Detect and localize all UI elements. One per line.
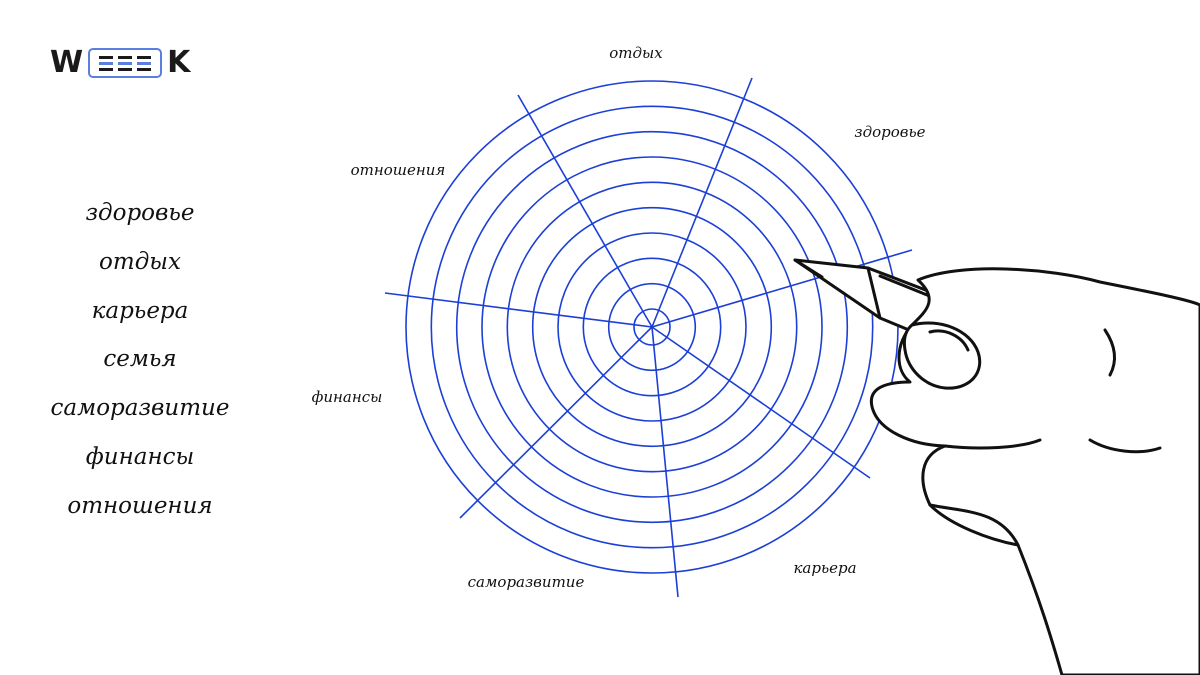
wheel-spokes [384, 77, 913, 598]
wheel-ring [633, 308, 671, 346]
segment-label-rest: отдых [609, 44, 663, 62]
wheel-spoke [517, 94, 653, 328]
wheel-spoke [651, 249, 913, 328]
life-areas-list: здоровье отдых карьера семья саморазвити… [40, 193, 240, 535]
wheel-spoke [459, 326, 653, 519]
list-item: отдых [99, 248, 181, 275]
wheel-ring [531, 206, 773, 448]
wheel-ring [506, 181, 798, 473]
segment-label-career: карьера [793, 559, 856, 577]
wheel-ring [455, 130, 849, 524]
hand-with-pencil-icon [793, 258, 1200, 675]
list-item: семья [103, 346, 177, 373]
wheel-spoke [651, 326, 871, 479]
list-item: карьера [91, 297, 189, 324]
wheel-ring [557, 232, 747, 422]
segment-label-finance: финансы [312, 388, 383, 406]
segment-label-self-development: саморазвитие [468, 573, 585, 591]
list-item: саморазвитие [50, 395, 230, 422]
list-item: финансы [85, 443, 195, 470]
wheel-spoke [651, 326, 679, 598]
weeek-logo: W K [50, 46, 190, 80]
wheel-ring [481, 156, 823, 498]
list-item: здоровье [85, 200, 195, 226]
wheel-ring [607, 282, 697, 372]
segment-label-health: здоровье [854, 123, 925, 141]
segment-label-relationships: отношения [351, 161, 446, 179]
logo-letter-k: K [167, 45, 191, 80]
wheel-rings [405, 80, 899, 574]
list-item: отношения [67, 492, 213, 519]
wheel-spoke [651, 77, 753, 328]
wheel-spoke [384, 292, 653, 328]
wheel-ring [430, 105, 874, 549]
logo-letter-w: W [50, 45, 84, 80]
wheel-ring [582, 257, 722, 397]
logo-mark-icon [88, 48, 163, 78]
